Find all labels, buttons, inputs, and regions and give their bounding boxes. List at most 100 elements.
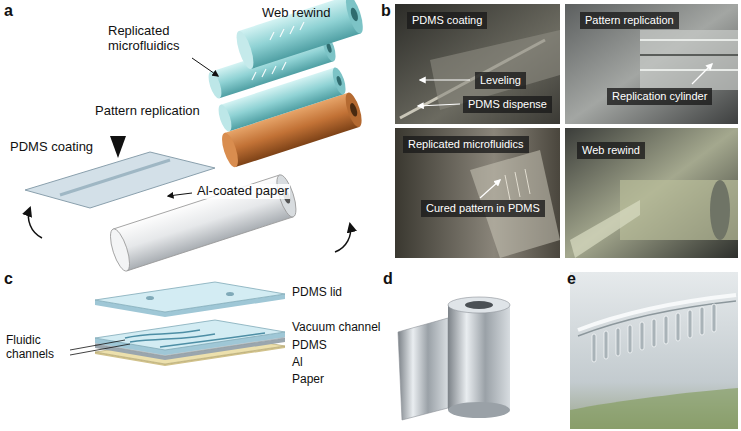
roll-to-roll-machine bbox=[206, 70, 224, 100]
roll-to-roll-machine bbox=[25, 152, 215, 208]
process-photos bbox=[418, 104, 460, 106]
panel-letter: a bbox=[4, 2, 13, 20]
chip-closeup-photo bbox=[570, 388, 738, 429]
process-photos bbox=[395, 128, 560, 258]
roll-to-roll-machine bbox=[270, 22, 304, 40]
roll-to-roll-machine bbox=[239, 0, 361, 69]
part-label: Al bbox=[292, 356, 303, 370]
chip-closeup-photo bbox=[676, 313, 680, 341]
layer-stack bbox=[70, 282, 285, 366]
process-photos bbox=[505, 169, 530, 200]
photo-panel: Web rewind bbox=[565, 128, 738, 258]
callout-label: Replication cylinder bbox=[607, 88, 712, 105]
process-photos bbox=[565, 128, 738, 258]
roll-photo bbox=[448, 305, 510, 410]
chip-closeup-photo bbox=[688, 310, 692, 338]
callout-label: PDMS dispense bbox=[463, 96, 552, 113]
process-photos bbox=[515, 172, 520, 197]
part-label: Al-coated paper bbox=[196, 184, 290, 199]
chip-closeup-photo bbox=[570, 272, 738, 429]
panel-letter: d bbox=[383, 270, 393, 288]
chip-closeup-photo bbox=[592, 334, 596, 362]
roll-to-roll-machine bbox=[107, 227, 134, 273]
chip-closeup-photo bbox=[652, 319, 656, 347]
process-photos bbox=[505, 175, 510, 200]
layer-stack bbox=[70, 340, 125, 350]
layer-stack bbox=[160, 333, 265, 347]
roll-to-roll-machine bbox=[336, 76, 343, 87]
callout-label: Cured pattern in PDMS bbox=[421, 200, 545, 217]
roll-to-roll-machine bbox=[349, 102, 359, 117]
part-label: Web rewind bbox=[262, 6, 330, 21]
part-label: Fluidic channels bbox=[6, 334, 68, 362]
roll-to-roll-machine bbox=[25, 0, 366, 273]
process-photos bbox=[640, 54, 738, 56]
photo-title: PDMS coating bbox=[407, 12, 487, 29]
roll-photo bbox=[465, 301, 493, 309]
process-photos bbox=[565, 4, 738, 124]
layer-stack bbox=[125, 330, 215, 342]
process-photos bbox=[640, 69, 738, 71]
panel-letter: e bbox=[567, 270, 576, 288]
roll-to-roll-machine bbox=[233, 29, 257, 71]
callout-label: Leveling bbox=[475, 72, 526, 89]
chip-closeup-photo bbox=[592, 304, 716, 362]
roll-to-roll-machine bbox=[252, 62, 286, 80]
roll-to-roll-machine bbox=[113, 175, 293, 271]
roll-to-roll-machine bbox=[107, 173, 300, 273]
part-label: PDMS bbox=[292, 339, 327, 353]
roll-to-roll-machine bbox=[28, 208, 42, 238]
roll-photo bbox=[398, 318, 448, 420]
panel-letter: b bbox=[381, 2, 391, 20]
part-label: PDMS lid bbox=[292, 286, 342, 300]
roll-photo bbox=[398, 297, 510, 420]
photo-title: Replicated microfluidics bbox=[403, 136, 529, 153]
panel-letter: c bbox=[4, 270, 13, 288]
photo-panel: PDMS coatingLevelingPDMS dispense bbox=[395, 4, 560, 124]
photo-title: Web rewind bbox=[577, 142, 645, 159]
process-photos bbox=[525, 169, 530, 194]
photo-panel: Pattern replicationReplication cylinder bbox=[565, 4, 738, 124]
roll-to-roll-machine bbox=[219, 131, 242, 169]
chip-closeup-photo bbox=[628, 325, 632, 353]
roll-to-roll-machine bbox=[342, 0, 366, 35]
process-photos bbox=[395, 4, 560, 124]
photo-title: Pattern replication bbox=[580, 12, 679, 29]
chip-closeup-photo bbox=[570, 272, 738, 429]
process-photos bbox=[570, 200, 640, 258]
chip-closeup-photo bbox=[640, 322, 644, 350]
roll-to-roll-machine bbox=[335, 224, 351, 252]
layer-stack bbox=[146, 296, 154, 300]
part-label: Replicated microfluidics bbox=[108, 24, 200, 54]
roll-to-roll-machine bbox=[192, 58, 218, 76]
layer-stack bbox=[70, 344, 130, 355]
roll-to-roll-machine bbox=[168, 193, 192, 196]
chip-closeup-photo bbox=[700, 307, 704, 335]
layer-stack bbox=[95, 282, 285, 312]
roll-to-roll-machine bbox=[233, 0, 366, 71]
process-photos bbox=[480, 180, 500, 198]
part-label: Paper bbox=[292, 373, 324, 387]
chip-closeup-photo bbox=[604, 331, 608, 359]
part-label: Vacuum channel bbox=[292, 321, 381, 335]
roll-to-roll-machine bbox=[110, 136, 126, 158]
process-photos bbox=[640, 39, 738, 41]
roll-to-roll-machine bbox=[342, 91, 365, 129]
process-photos bbox=[420, 79, 470, 80]
photo-panel: Replicated microfluidicsCured pattern in… bbox=[395, 128, 560, 258]
roll-to-roll-machine bbox=[216, 103, 234, 133]
roll-photo bbox=[448, 297, 510, 313]
layer-stack bbox=[226, 292, 234, 296]
chip-closeup-photo bbox=[578, 301, 736, 336]
process-photos bbox=[395, 4, 738, 258]
roll-to-roll-machine bbox=[330, 66, 348, 96]
chip-closeup-photo bbox=[664, 316, 668, 344]
process-photos bbox=[640, 30, 738, 90]
roll-to-roll-machine bbox=[349, 7, 359, 22]
roll-to-roll-machine bbox=[60, 160, 170, 195]
process-photos bbox=[692, 64, 712, 84]
chip-closeup-photo bbox=[616, 328, 620, 356]
roll-to-roll-machine bbox=[252, 22, 304, 80]
chip-closeup-photo bbox=[712, 304, 716, 332]
